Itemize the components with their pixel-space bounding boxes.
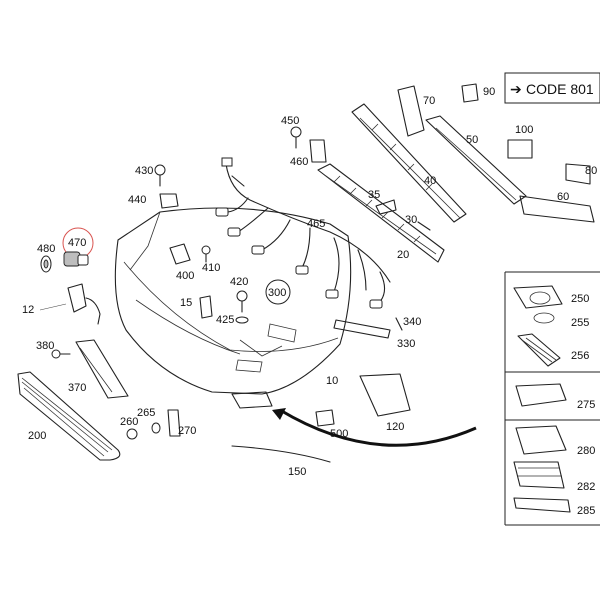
clip-35 (375, 199, 397, 215)
label-280: 280 (577, 445, 595, 457)
label-370: 370 (68, 382, 86, 394)
label-260: 260 (120, 416, 138, 428)
screw-420 (236, 290, 248, 313)
fastener-430 (154, 164, 166, 187)
screw-340 (395, 317, 403, 331)
code-801-label: CODE 801 (526, 81, 594, 97)
impact-absorber-20 (317, 163, 445, 263)
screw-380 (51, 349, 71, 359)
washer-265 (151, 422, 161, 434)
bracket-15 (199, 295, 213, 319)
label-10: 10 (326, 375, 338, 387)
parking-sensor-470 (62, 227, 94, 267)
label-400: 400 (176, 270, 194, 282)
label-90: 90 (483, 86, 495, 98)
label-340: 340 (403, 316, 421, 328)
clip-500 (315, 409, 335, 427)
label-100: 100 (515, 124, 533, 136)
trim-330 (333, 319, 391, 339)
label-500: 500 (330, 428, 348, 440)
label-15: 15 (180, 297, 192, 309)
clip-90 (461, 83, 479, 103)
label-460: 460 (290, 156, 308, 168)
bracket-70 (397, 85, 425, 137)
label-255: 255 (571, 317, 589, 329)
wiring-harness-465 (215, 157, 391, 309)
sensor-300 (265, 279, 291, 305)
grille-insert-256 (517, 333, 561, 367)
sensor-ring-480 (40, 255, 52, 273)
label-300: 300 (268, 287, 286, 299)
code-801-box: ➔ CODE 801 (504, 72, 600, 104)
label-285: 285 (577, 505, 595, 517)
crossmember-40 (351, 103, 467, 223)
bracket-120 (359, 373, 411, 417)
trim-strip-150 (231, 445, 331, 463)
label-430: 430 (135, 165, 153, 177)
label-80: 80 (585, 165, 597, 177)
label-70: 70 (423, 95, 435, 107)
label-275: 275 (577, 399, 595, 411)
label-40: 40 (424, 175, 436, 187)
label-410: 410 (202, 262, 220, 274)
label-30: 30 (405, 214, 417, 226)
clip-440 (159, 193, 179, 209)
label-150: 150 (288, 466, 306, 478)
grille-282 (513, 461, 565, 489)
label-250: 250 (571, 293, 589, 305)
license-plate-holder-370 (75, 339, 129, 399)
clip-460 (309, 139, 327, 163)
label-200: 200 (28, 430, 46, 442)
label-50: 50 (466, 134, 478, 146)
label-20: 20 (397, 249, 409, 261)
frame-280 (515, 425, 567, 455)
screw-450 (290, 126, 302, 149)
lower-grille-200 (17, 371, 121, 461)
bracket-270 (167, 409, 181, 437)
label-282: 282 (577, 481, 595, 493)
label-60: 60 (557, 191, 569, 203)
direction-arrow (272, 408, 477, 447)
bracket-60 (519, 195, 595, 223)
trim-285 (513, 497, 571, 513)
label-450: 450 (281, 115, 299, 127)
washer-425 (235, 316, 249, 324)
label-440: 440 (128, 194, 146, 206)
label-470: 470 (68, 237, 86, 249)
trim-275 (515, 383, 567, 407)
bracket-80 (565, 163, 591, 185)
bumper-cover (114, 207, 352, 409)
bracket-100 (507, 139, 533, 159)
screw-30 (417, 221, 431, 231)
bracket-12 (39, 283, 101, 325)
label-12: 12 (22, 304, 34, 316)
label-256: 256 (571, 350, 589, 362)
label-425: 425 (216, 314, 234, 326)
screw-410 (201, 245, 211, 263)
label-465: 465 (307, 218, 325, 230)
fog-lamp-frame-250 (513, 285, 563, 309)
label-120: 120 (386, 421, 404, 433)
label-270: 270 (178, 425, 196, 437)
label-35: 35 (368, 189, 380, 201)
absorber-50 (425, 115, 527, 205)
label-380: 380 (36, 340, 54, 352)
label-480: 480 (37, 243, 55, 255)
label-330: 330 (397, 338, 415, 350)
label-265: 265 (137, 407, 155, 419)
code-arrow: ➔ (510, 81, 522, 97)
fog-ring-255 (533, 312, 555, 324)
screw-260 (126, 428, 138, 440)
sensor-holder-400 (169, 243, 191, 265)
side-panel (504, 271, 600, 526)
label-420: 420 (230, 276, 248, 288)
part-labels: 80 90 70 100 50 40 60 35 30 20 450 460 4… (22, 86, 597, 517)
